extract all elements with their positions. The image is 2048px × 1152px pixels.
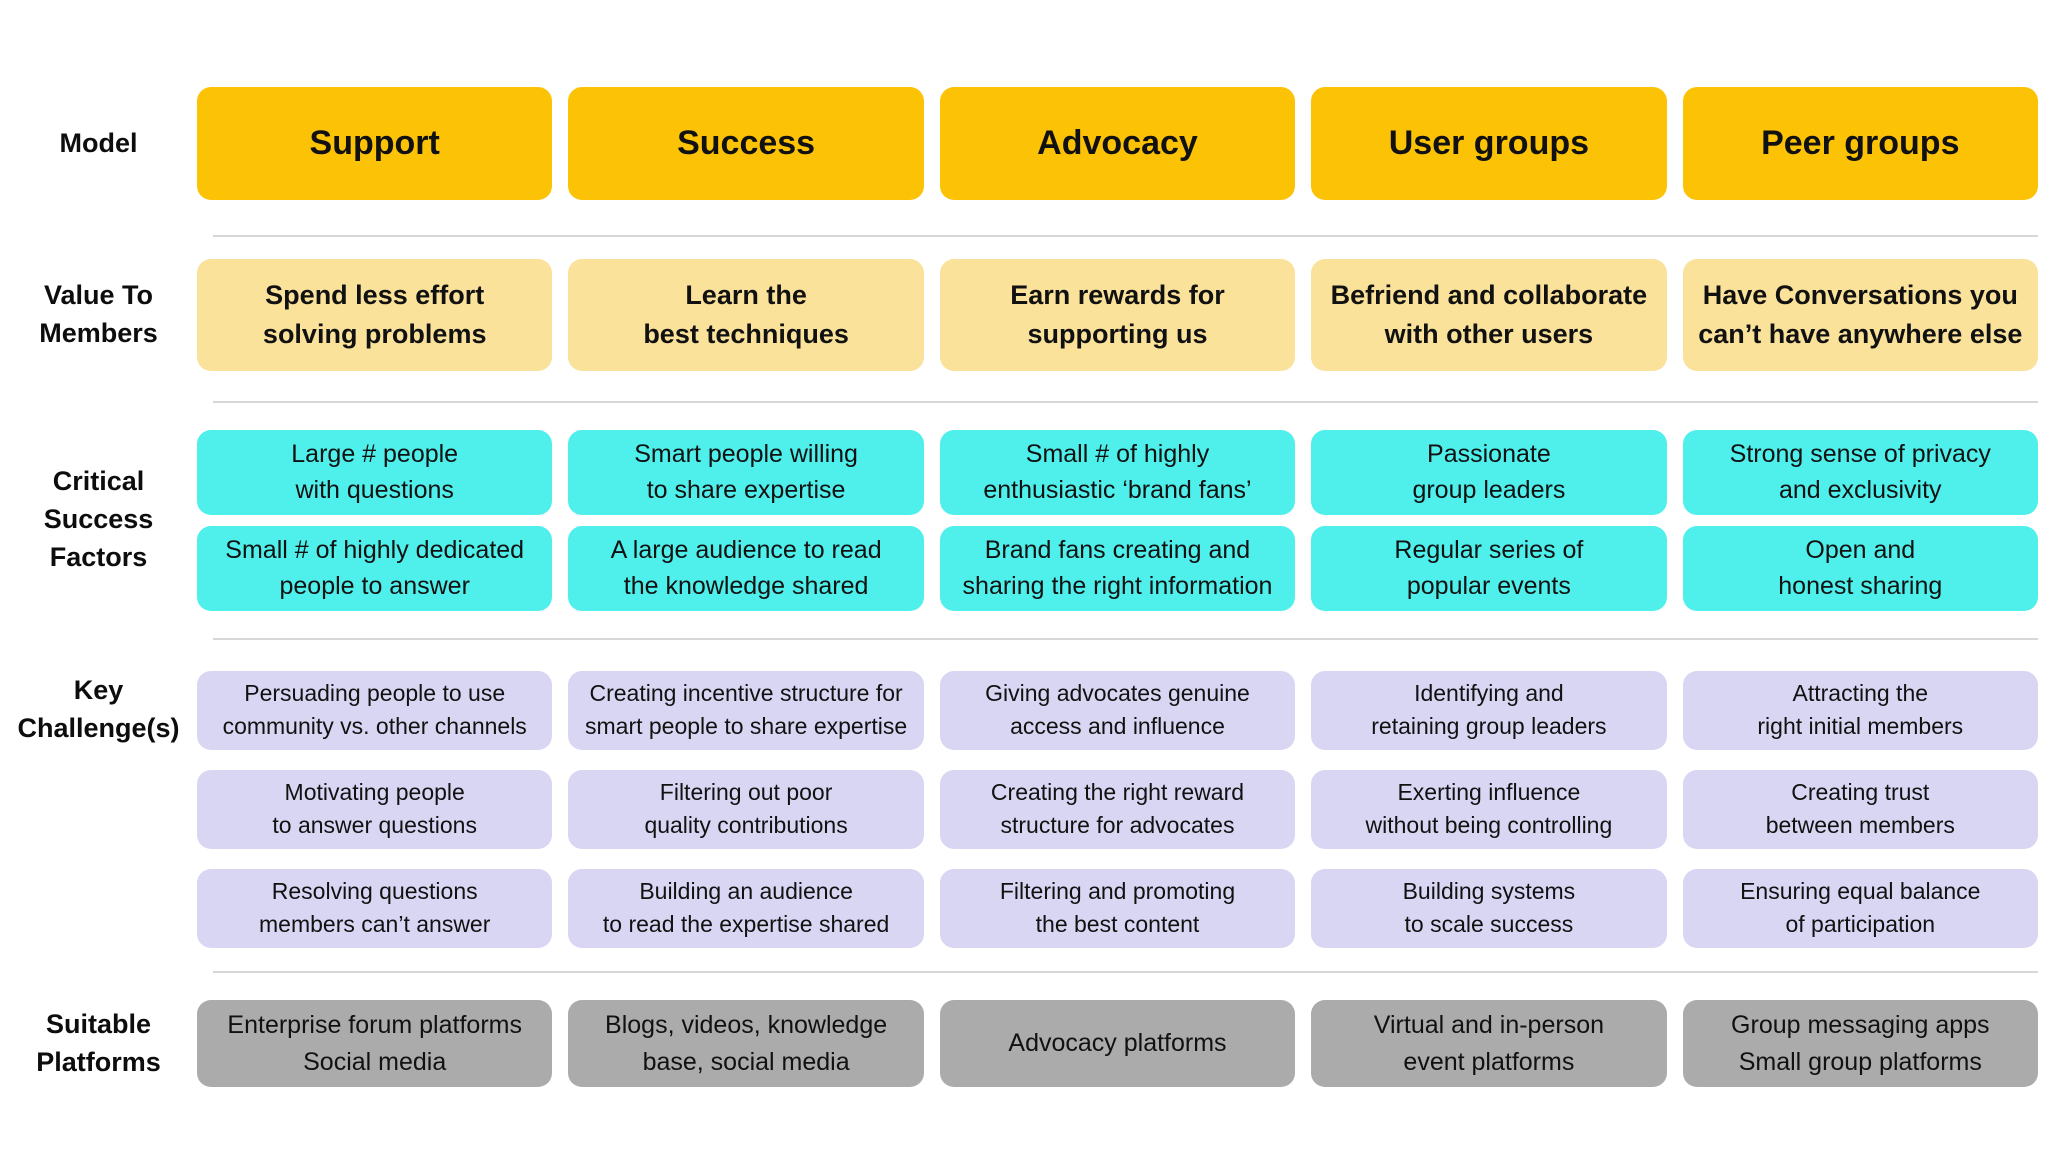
section-suitable-platforms: Suitable Platforms Enterprise forum plat…	[0, 1000, 2048, 1087]
section-divider	[213, 971, 2038, 973]
challenge-cell: Creating the right reward structure for …	[939, 770, 1296, 849]
challenge-cell: Resolving questions members can’t answer	[197, 869, 553, 948]
challenge-cell: Building systems to scale success	[1311, 869, 1667, 948]
platform-cell-success: Blogs, videos, knowledge base, social me…	[568, 1000, 924, 1087]
csf-row-2: Small # of highly dedicated people to an…	[197, 526, 2038, 611]
value-cell-success: Learn the best techniques	[568, 259, 924, 371]
platform-cell-advocacy: Advocacy platforms	[939, 1000, 1296, 1087]
challenge-cell: Creating trust between members	[1682, 770, 2038, 849]
challenge-cell: Exerting influence without being control…	[1311, 770, 1667, 849]
section-divider	[213, 638, 2038, 640]
challenge-cell: Filtering out poor quality contributions	[568, 770, 924, 849]
csf-cell: Open and honest sharing	[1682, 526, 2038, 611]
section-critical-success-factors: Critical Success Factors Large # people …	[0, 430, 2048, 611]
value-cell-support: Spend less effort solving problems	[197, 259, 553, 371]
row-label-model: Model	[59, 127, 138, 158]
csf-row-1: Large # people with questions Smart peop…	[197, 430, 2038, 515]
csf-cell: Regular series of popular events	[1311, 526, 1667, 611]
platform-cell-peer-groups: Group messaging apps Small group platfor…	[1682, 1000, 2038, 1087]
section-key-challenges: Key Challenge(s) Persuading people to us…	[0, 671, 2048, 948]
model-header-success: Success	[568, 87, 924, 200]
challenge-row-3: Resolving questions members can’t answer…	[197, 869, 2038, 948]
row-label-value-to-members: Value To Members	[39, 280, 158, 348]
platform-cell-support: Enterprise forum platforms Social media	[197, 1000, 553, 1087]
row-label-suitable-platforms: Suitable Platforms	[36, 1008, 161, 1077]
value-row: Spend less effort solving problems Learn…	[197, 259, 2038, 371]
csf-cell: Brand fans creating and sharing the righ…	[939, 526, 1296, 611]
row-label-critical-success-factors: Critical Success Factors	[43, 466, 154, 572]
challenge-cell: Giving advocates genuine access and infl…	[939, 671, 1296, 750]
csf-cell: Small # of highly dedicated people to an…	[197, 526, 553, 611]
row-label-key-challenges: Key Challenge(s)	[17, 674, 180, 743]
model-header-row: Support Success Advocacy User groups Pee…	[197, 87, 2038, 200]
section-divider	[213, 401, 2038, 403]
value-cell-peer-groups: Have Conversations you can’t have anywhe…	[1682, 259, 2038, 371]
csf-cell: Strong sense of privacy and exclusivity	[1682, 430, 2038, 515]
challenge-cell: Persuading people to use community vs. o…	[197, 671, 553, 750]
model-header-support: Support	[197, 87, 553, 200]
challenge-cell: Ensuring equal balance of participation	[1682, 869, 2038, 948]
section-divider	[213, 235, 2038, 237]
csf-cell: Small # of highly enthusiastic ‘brand fa…	[939, 430, 1296, 515]
challenge-cell: Motivating people to answer questions	[197, 770, 553, 849]
challenge-cell: Building an audience to read the experti…	[568, 869, 924, 948]
platform-cell-user-groups: Virtual and in-person event platforms	[1311, 1000, 1667, 1087]
platforms-row: Enterprise forum platforms Social media …	[197, 1000, 2038, 1087]
model-header-advocacy: Advocacy	[939, 87, 1296, 200]
challenge-row-2: Motivating people to answer questions Fi…	[197, 770, 2038, 849]
challenge-cell: Attracting the right initial members	[1682, 671, 2038, 750]
challenge-cell: Filtering and promoting the best content	[939, 869, 1296, 948]
challenge-row-1: Persuading people to use community vs. o…	[197, 671, 2038, 750]
value-cell-advocacy: Earn rewards for supporting us	[939, 259, 1296, 371]
model-header-peer-groups: Peer groups	[1682, 87, 2038, 200]
challenge-cell: Creating incentive structure for smart p…	[568, 671, 924, 750]
csf-cell: A large audience to read the knowledge s…	[568, 526, 924, 611]
section-value-to-members: Value To Members Spend less effort solvi…	[0, 259, 2048, 371]
model-header-user-groups: User groups	[1311, 87, 1667, 200]
challenge-cell: Identifying and retaining group leaders	[1311, 671, 1667, 750]
csf-cell: Smart people willing to share expertise	[568, 430, 924, 515]
csf-cell: Large # people with questions	[197, 430, 553, 515]
section-model: Model Support Success Advocacy User grou…	[0, 87, 2048, 200]
value-cell-user-groups: Befriend and collaborate with other user…	[1311, 259, 1667, 371]
csf-cell: Passionate group leaders	[1311, 430, 1667, 515]
